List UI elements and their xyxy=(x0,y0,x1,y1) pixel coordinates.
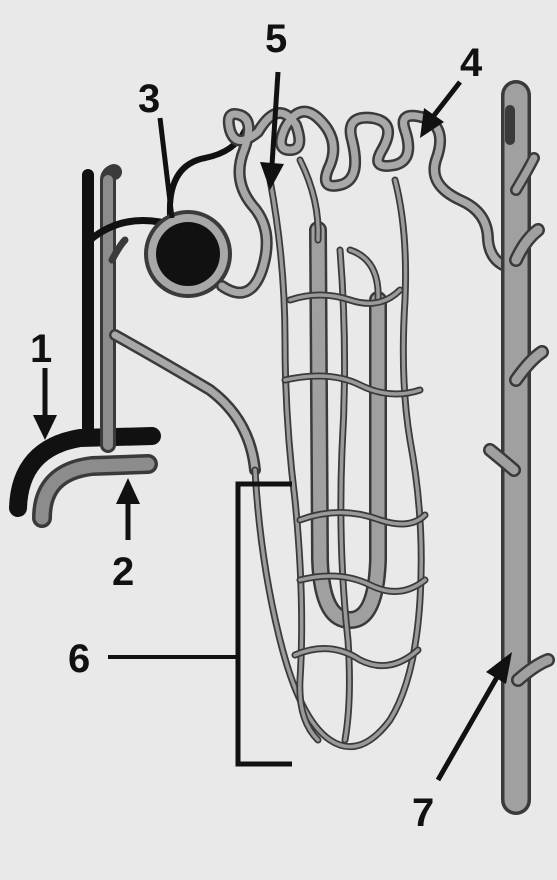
label-1: 1 xyxy=(30,327,52,371)
arrow-3 xyxy=(160,118,172,218)
peritubular-outline-1 xyxy=(115,335,255,470)
label-6: 6 xyxy=(68,637,90,681)
peritubular-1 xyxy=(115,335,255,470)
interlobular-vessels xyxy=(88,130,255,470)
label-4: 4 xyxy=(460,41,483,85)
label-7: 7 xyxy=(412,791,434,835)
peritubular-capillaries xyxy=(255,180,425,747)
label-5: 5 xyxy=(265,17,287,61)
collecting-duct xyxy=(490,95,548,800)
proximal-convoluted-tubule xyxy=(222,112,510,293)
arcuate-vessels xyxy=(18,436,152,518)
arrow-5 xyxy=(272,72,278,165)
label-3: 3 xyxy=(138,77,160,121)
label-6-bracket xyxy=(108,484,292,764)
arrow-2-head xyxy=(116,478,140,504)
glomerular-tuft xyxy=(156,222,220,286)
arrow-7 xyxy=(438,672,500,780)
label-2: 2 xyxy=(112,550,134,594)
arrow-5-head xyxy=(260,162,284,190)
arrow-1-head xyxy=(33,415,57,440)
arrow-4 xyxy=(432,82,460,118)
